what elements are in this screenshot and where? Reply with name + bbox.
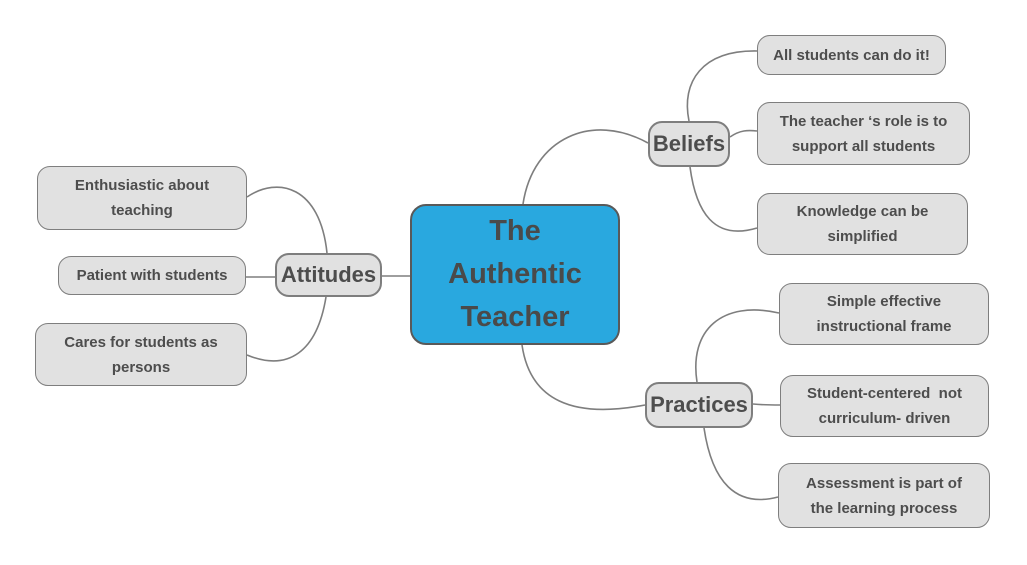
connector-practices-assessment: [703, 427, 779, 501]
connector-center-beliefs: [522, 129, 649, 205]
branch-node-beliefs[interactable]: Beliefs: [648, 121, 730, 167]
connector-center-practices: [521, 344, 646, 411]
leaf-node-cares-for-students[interactable]: Cares for students as persons: [35, 323, 247, 386]
leaf-node-simple-instructional-frame[interactable]: Simple effective instructional frame: [779, 283, 989, 345]
leaf-node-enthusiastic-about-teaching[interactable]: Enthusiastic about teaching: [37, 166, 247, 230]
connector-enthusiastic-attitudes: [246, 186, 328, 254]
connector-cares-attitudes: [246, 296, 327, 362]
central-node-authentic-teacher[interactable]: The Authentic Teacher: [410, 204, 620, 345]
connector-practices-student-centered: [752, 403, 781, 406]
leaf-node-all-students-can-do-it[interactable]: All students can do it!: [757, 35, 946, 75]
connector-practices-simple: [695, 309, 780, 383]
connector-beliefs-all-students: [686, 50, 758, 122]
leaf-node-student-centered[interactable]: Student-centered not curriculum- driven: [780, 375, 989, 437]
leaf-node-teacher-role-support[interactable]: The teacher ‘s role is to support all st…: [757, 102, 970, 165]
leaf-node-knowledge-simplified[interactable]: Knowledge can be simplified: [757, 193, 968, 255]
connector-beliefs-knowledge: [689, 166, 758, 232]
connector-beliefs-teacher-role: [729, 129, 758, 138]
branch-node-attitudes[interactable]: Attitudes: [275, 253, 382, 297]
leaf-node-assessment-learning-process[interactable]: Assessment is part of the learning proce…: [778, 463, 990, 528]
leaf-node-patient-with-students[interactable]: Patient with students: [58, 256, 246, 295]
branch-node-practices[interactable]: Practices: [645, 382, 753, 428]
